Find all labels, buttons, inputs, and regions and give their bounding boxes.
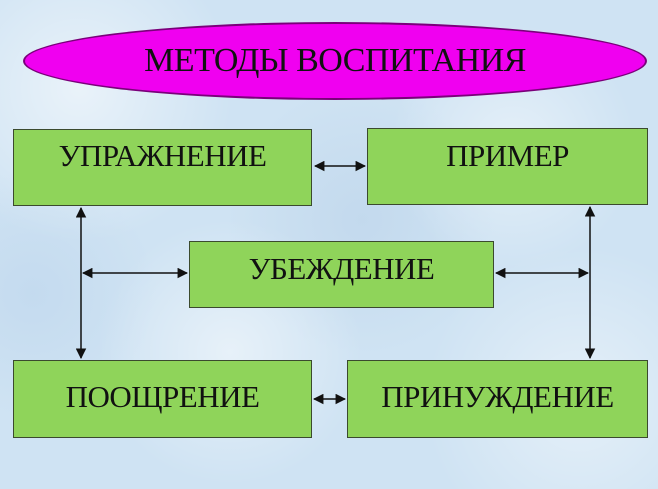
node-encouragement-label: ПООЩРЕНИЕ: [65, 378, 260, 414]
node-coercion: ПРИНУЖДЕНИЕ: [347, 360, 648, 438]
node-persuasion-label: УБЕЖДЕНИЕ: [248, 251, 435, 286]
node-coercion-label: ПРИНУЖДЕНИЕ: [381, 378, 614, 414]
node-persuasion: УБЕЖДЕНИЕ: [189, 241, 494, 308]
node-exercise-label: УПРАЖНЕНИЕ: [58, 138, 267, 173]
node-exercise: УПРАЖНЕНИЕ: [13, 129, 312, 206]
node-example: ПРИМЕР: [367, 128, 648, 205]
node-encouragement: ПООЩРЕНИЕ: [13, 360, 312, 438]
node-example-label: ПРИМЕР: [446, 138, 569, 173]
diagram-title: МЕТОДЫ ВОСПИТАНИЯ: [144, 42, 526, 79]
title-ellipse: МЕТОДЫ ВОСПИТАНИЯ: [23, 22, 647, 100]
